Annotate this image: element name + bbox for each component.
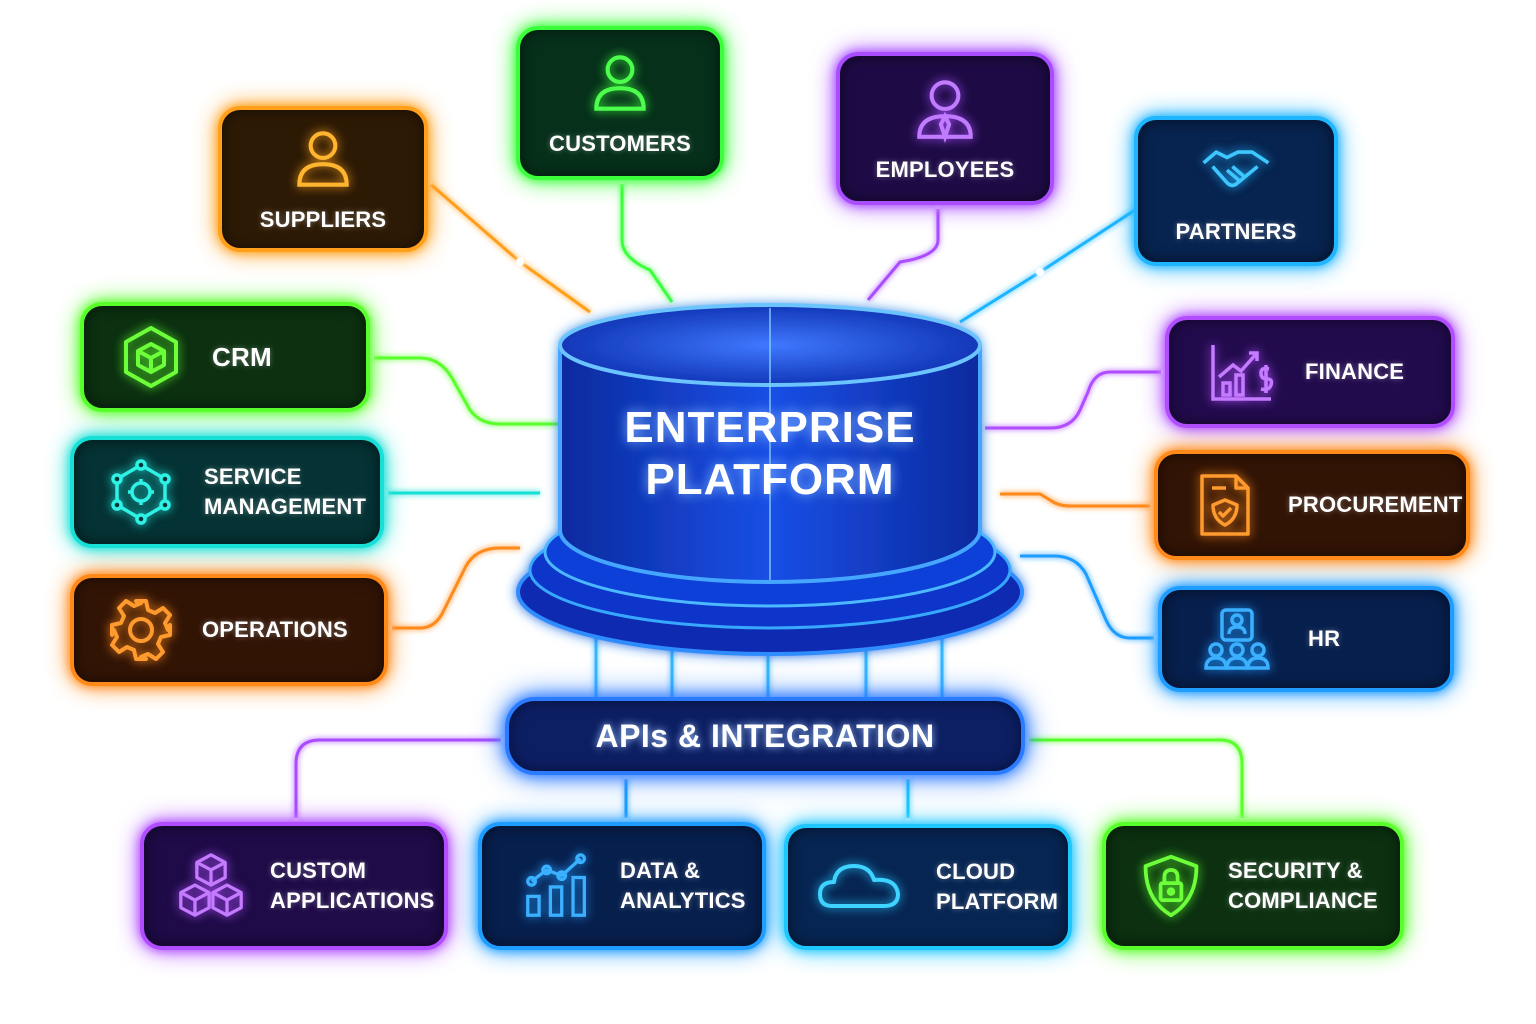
finance-chart-icon bbox=[1209, 339, 1275, 405]
employees-label: EMPLOYEES bbox=[875, 156, 1015, 182]
apis-integration-bar[interactable]: APIs & INTEGRATION bbox=[505, 697, 1025, 775]
partners-label: PARTNERS bbox=[1175, 219, 1297, 244]
cubes-icon bbox=[178, 853, 244, 919]
node-service-management[interactable]: SERVICE MANAGEMENT bbox=[70, 436, 384, 548]
node-finance[interactable]: FINANCE bbox=[1165, 316, 1455, 428]
wire-operations bbox=[388, 546, 520, 630]
node-employees[interactable]: EMPLOYEES bbox=[836, 52, 1054, 205]
document-shield-icon bbox=[1192, 472, 1258, 538]
node-custom-applications[interactable]: CUSTOM APPLICATIONS bbox=[140, 822, 448, 950]
procurement-label: PROCUREMENT bbox=[1288, 492, 1463, 517]
cloud-icon bbox=[818, 854, 900, 920]
finance-label: FINANCE bbox=[1305, 359, 1405, 384]
node-suppliers[interactable]: SUPPLIERS bbox=[218, 106, 428, 252]
security-compliance-label: SECURITY & COMPLIANCE bbox=[1228, 858, 1378, 913]
hr-label: HR bbox=[1308, 626, 1341, 651]
platform-title: ENTERPRISE PLATFORM bbox=[560, 402, 980, 506]
cube-hexagon-icon bbox=[118, 324, 184, 390]
wire-customers bbox=[620, 180, 674, 303]
wire-security bbox=[1025, 738, 1244, 822]
wire-suppliers bbox=[427, 180, 591, 314]
businessman-icon bbox=[909, 73, 981, 145]
shield-lock-icon bbox=[1138, 853, 1204, 919]
service-management-label: SERVICE MANAGEMENT bbox=[204, 464, 367, 519]
wire-procurement bbox=[1000, 492, 1154, 508]
people-group-icon bbox=[1204, 606, 1270, 672]
node-hr[interactable]: HR bbox=[1158, 586, 1454, 692]
operations-label: OPERATIONS bbox=[202, 617, 348, 642]
enterprise-platform-cylinder bbox=[505, 300, 1035, 660]
suppliers-label: SUPPLIERS bbox=[259, 207, 387, 232]
platform-title-line2: PLATFORM bbox=[645, 455, 895, 504]
node-cloud-platform[interactable]: CLOUD PLATFORM bbox=[784, 824, 1072, 950]
gear-icon bbox=[108, 597, 174, 663]
wire-custom-apps bbox=[294, 738, 505, 822]
node-crm[interactable]: CRM bbox=[80, 302, 370, 412]
person-icon bbox=[584, 47, 656, 119]
node-operations[interactable]: OPERATIONS bbox=[70, 574, 388, 686]
data-analytics-label: DATA & ANALYTICS bbox=[620, 858, 746, 913]
person-icon bbox=[287, 123, 359, 195]
node-security-compliance[interactable]: SECURITY & COMPLIANCE bbox=[1102, 822, 1404, 950]
wire-hr bbox=[1020, 554, 1158, 640]
cloud-platform-label: CLOUD PLATFORM bbox=[936, 859, 1059, 914]
custom-applications-label: CUSTOM APPLICATIONS bbox=[270, 858, 435, 913]
node-procurement[interactable]: PROCUREMENT bbox=[1154, 450, 1470, 560]
platform-title-line1: ENTERPRISE bbox=[624, 403, 916, 452]
wire-finance bbox=[985, 370, 1165, 430]
wire-employees bbox=[866, 205, 940, 301]
node-partners[interactable]: PARTNERS bbox=[1134, 116, 1338, 266]
bar-chart-icon bbox=[524, 853, 590, 919]
node-customers[interactable]: CUSTOMERS bbox=[516, 26, 724, 180]
customers-label: CUSTOMERS bbox=[549, 131, 691, 156]
apis-integration-label: APIs & INTEGRATION bbox=[595, 717, 935, 754]
node-data-analytics[interactable]: DATA & ANALYTICS bbox=[478, 822, 766, 950]
network-gear-icon bbox=[108, 459, 174, 525]
crm-label: CRM bbox=[212, 342, 272, 372]
wire-crm bbox=[370, 356, 558, 426]
handshake-icon bbox=[1200, 135, 1272, 207]
